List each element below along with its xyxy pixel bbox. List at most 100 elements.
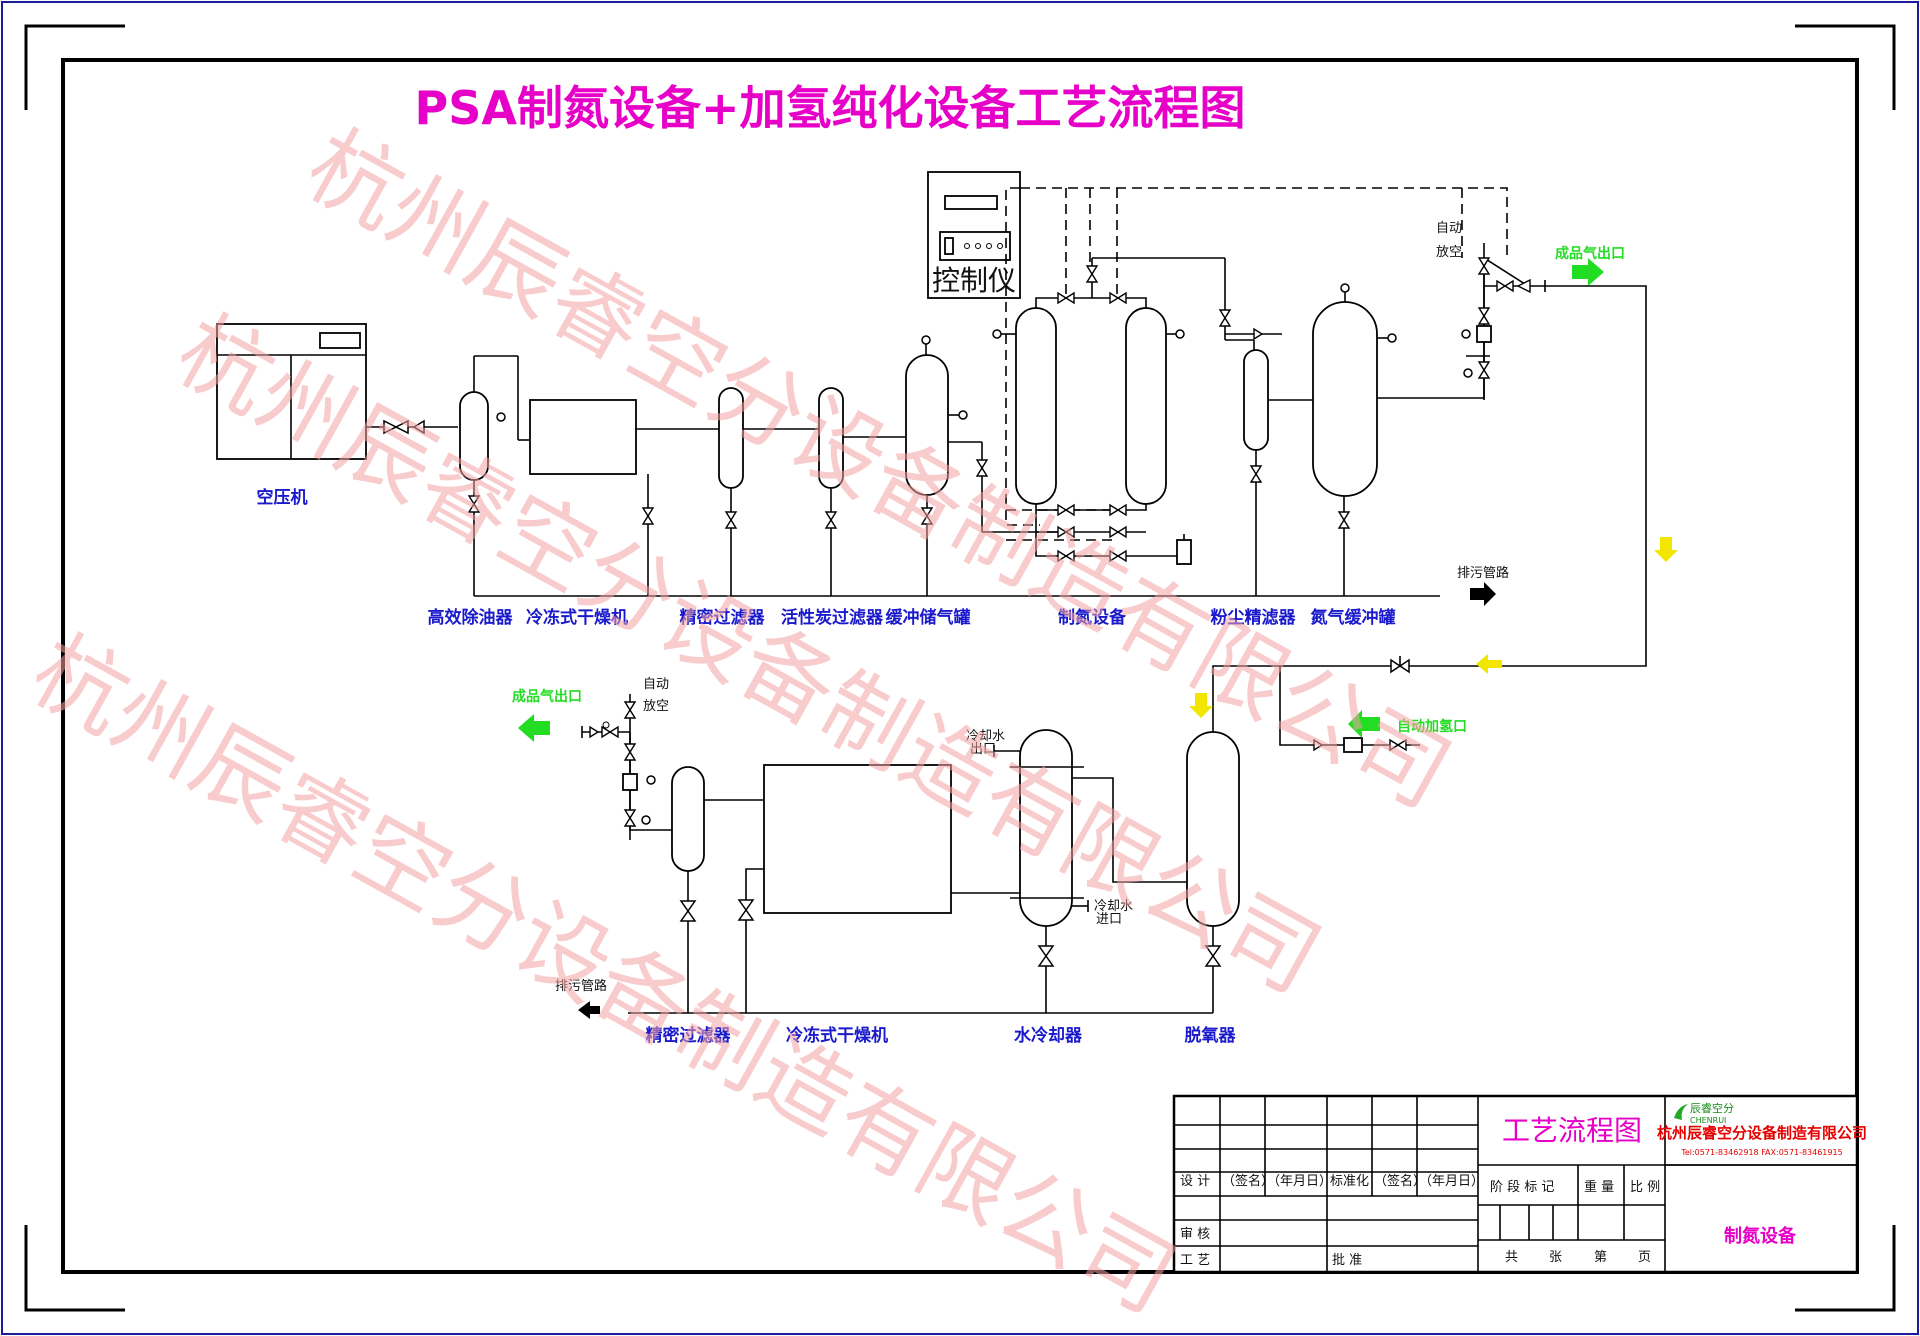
precision-filter-lower xyxy=(671,766,705,872)
valve-psa-top-a xyxy=(1057,291,1075,305)
flowmeter-bottom xyxy=(622,773,638,791)
hydrogen-arrow xyxy=(1348,710,1380,738)
drain-arrow-top xyxy=(1470,582,1496,606)
flow-arrow-yellow-1 xyxy=(1654,537,1678,562)
tb-date-1: （年月日） xyxy=(1267,1174,1332,1189)
controller-box xyxy=(927,171,1021,299)
tb-date-2: （年月日） xyxy=(1419,1174,1484,1189)
tb-sheet: 张 xyxy=(1549,1250,1562,1265)
svg-text:CHENRUI: CHENRUI xyxy=(1690,1116,1726,1125)
label-dryer-lower: 冷冻式干燥机 xyxy=(786,1025,888,1046)
hydrogen-inlet-label: 自动加氢口 xyxy=(1397,718,1467,735)
label-dust-filter: 粉尘精滤器 xyxy=(1211,607,1297,628)
label-water-cooler: 水冷却器 xyxy=(1014,1025,1083,1046)
tb-sign-1: （签名） xyxy=(1222,1173,1274,1189)
air-compressor xyxy=(216,323,367,460)
refrigerated-dryer-lower xyxy=(763,764,952,914)
auto-vent-top-2: 放空 xyxy=(1436,245,1462,260)
tb-page: 页 xyxy=(1638,1250,1651,1265)
tb-total: 共 xyxy=(1505,1250,1518,1265)
tb-sign-2: （签名） xyxy=(1374,1173,1426,1189)
valve-psa-bottom-2 xyxy=(1057,525,1127,539)
auto-vent-top-1: 自动 xyxy=(1436,221,1462,236)
valve-psa-equalize xyxy=(1085,265,1099,283)
tb-stage-mark: 阶 段 标 记 xyxy=(1490,1180,1554,1195)
auto-vent-bottom-1: 自动 xyxy=(643,677,669,692)
valve-buffer-tank-drain xyxy=(920,507,934,525)
flow-arrow-yellow-3 xyxy=(1189,693,1213,718)
cool-out-1: 冷却水 xyxy=(966,729,1005,744)
valve-lower-filter-drain xyxy=(679,900,697,922)
label-dryer-upper: 冷冻式干燥机 xyxy=(526,607,628,628)
tb-scale: 比 例 xyxy=(1630,1180,1660,1195)
flowmeter-top xyxy=(1476,325,1492,343)
label-oil-remover: 高效除油器 xyxy=(428,607,514,628)
title-block xyxy=(1172,1094,1859,1274)
corner-marks xyxy=(24,24,1896,1312)
label-precision-filter-lower: 精密过滤器 xyxy=(646,1025,732,1046)
tb-weight: 重 量 xyxy=(1584,1179,1614,1195)
tb-product: 制氮设备 xyxy=(1724,1225,1797,1247)
valve-oil-remover-drain xyxy=(467,495,481,513)
flow-arrow-yellow-2 xyxy=(1476,654,1502,674)
valve-psa-bottom-1 xyxy=(1057,503,1127,517)
oil-remover-gauge xyxy=(496,412,506,422)
company-logo: 辰睿空分 CHENRUI xyxy=(1674,1101,1734,1125)
valve-compressor-out xyxy=(383,419,425,435)
product-arrow-top xyxy=(1572,258,1604,286)
cool-in-2: 进口 xyxy=(1096,912,1122,927)
tb-standard: 标准化 xyxy=(1330,1174,1369,1189)
drain-label-top: 排污管路 xyxy=(1457,565,1509,581)
valve-cooler-drain xyxy=(1037,945,1055,967)
valve-deoxidizer-drain xyxy=(1204,945,1222,967)
valve-lower-dryer-drain xyxy=(737,899,755,921)
refrigerated-dryer-upper xyxy=(529,399,637,475)
tb-review: 审 核 xyxy=(1180,1227,1210,1242)
drain-label-bottom: 排污管路 xyxy=(555,978,607,994)
label-precision-filter-upper: 精密过滤器 xyxy=(680,607,766,628)
product-out-bottom-label: 成品气出口 xyxy=(512,688,582,705)
valve-carbon-filter-drain xyxy=(824,511,838,529)
valve-psa-top-b xyxy=(1109,291,1127,305)
valve-main-line xyxy=(1390,656,1410,674)
label-air-compressor: 空压机 xyxy=(257,487,308,508)
psa-silencer xyxy=(1176,539,1192,565)
nitrogen-buffer-tank xyxy=(1312,301,1378,497)
control-signal-lines xyxy=(1005,187,1508,541)
cool-in-1: 冷却水 xyxy=(1094,899,1133,914)
valve-psa-bottom-3 xyxy=(1057,549,1127,563)
svg-text:辰睿空分: 辰睿空分 xyxy=(1690,1101,1734,1115)
psa-tower-a xyxy=(1015,307,1057,505)
tb-approve: 批 准 xyxy=(1332,1253,1362,1268)
label-deoxidizer: 脱氧器 xyxy=(1185,1025,1237,1046)
tb-drawing-title: 工艺流程图 xyxy=(1502,1114,1642,1147)
psa-tower-b xyxy=(1125,307,1167,505)
valve-psa-inlet xyxy=(975,459,989,477)
product-out-top-label: 成品气出口 xyxy=(1555,245,1625,262)
tb-process: 工 艺 xyxy=(1180,1253,1210,1268)
label-nitrogen-tank: 氮气缓冲罐 xyxy=(1311,607,1396,628)
label-buffer-tank: 缓冲储气罐 xyxy=(886,607,971,628)
product-arrow-bottom xyxy=(518,714,550,742)
controller-label: 控制仪 xyxy=(932,264,1016,297)
valve-dust-filter-in xyxy=(1218,309,1232,327)
drawing-frame xyxy=(61,58,1859,1274)
valve-precision-filter-drain xyxy=(724,511,738,529)
tb-contact: Tel:0571-83462918 FAX:0571-83461915 xyxy=(1680,1148,1842,1157)
tb-design: 设 计 xyxy=(1180,1174,1210,1189)
tb-page-of: 第 xyxy=(1594,1250,1607,1265)
valve-auto-vent-top xyxy=(1477,257,1491,275)
drain-arrow-bottom xyxy=(578,1001,600,1019)
valve-product-out-top xyxy=(1496,278,1531,294)
label-psa: 制氮设备 xyxy=(1058,607,1127,628)
label-carbon-filter: 活性炭过滤器 xyxy=(781,607,884,628)
diagram-title: PSA制氮设备+加氢纯化设备工艺流程图 xyxy=(415,81,1246,135)
valve-dryer-drain xyxy=(641,507,655,525)
tb-company-name: 杭州辰睿空分设备制造有限公司 xyxy=(1657,1124,1867,1142)
cool-out-2: 出口 xyxy=(970,742,996,757)
auto-vent-bottom-2: 放空 xyxy=(643,699,669,714)
valve-nitrogen-tank-drain xyxy=(1337,511,1351,529)
hydrogen-flowmeter xyxy=(1343,737,1363,753)
